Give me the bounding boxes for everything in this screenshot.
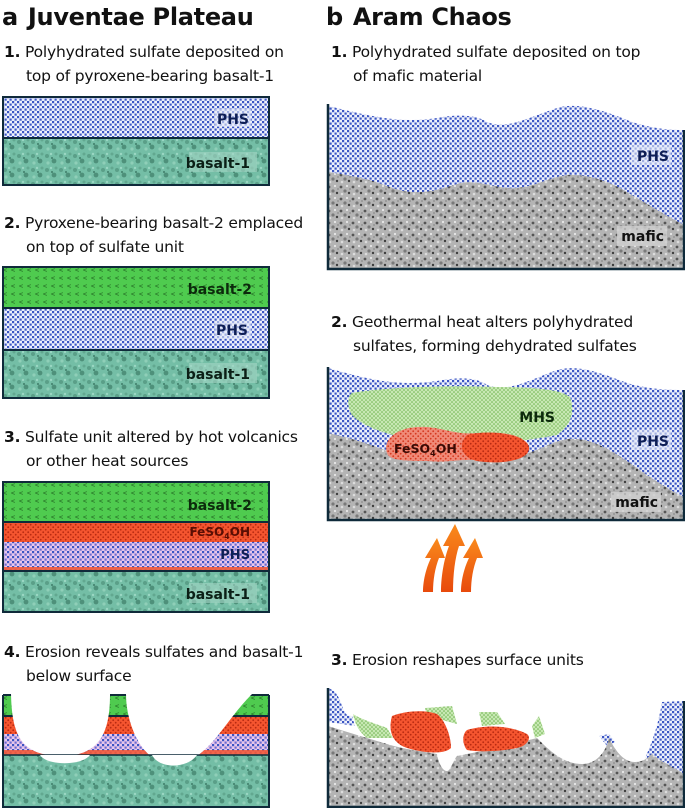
erosion-valley [40, 755, 90, 764]
phs-layer [3, 542, 269, 570]
feso4oh-remnant [390, 711, 451, 753]
phs-label: PHS [637, 149, 669, 165]
feso4oh-label: FeSO4OH [394, 441, 457, 458]
step-number: 3. [4, 428, 21, 446]
basalt-2-label: basalt-2 [188, 282, 252, 298]
basalt-1-label: basalt-1 [186, 156, 250, 172]
panel-a-step-1-diagram: PHS basalt-1 [2, 96, 270, 186]
basalt-1-label: basalt-1 [186, 367, 250, 383]
caption-line-2: below surface [26, 667, 132, 685]
basalt-1-layer [3, 755, 269, 807]
heat-arrow [461, 538, 483, 592]
mafic-label: mafic [621, 229, 664, 245]
panel-b-name: Aram Chaos [352, 3, 512, 31]
step-number: 3. [331, 651, 348, 669]
mhs-zone [348, 386, 573, 444]
panel-a-letter: a [2, 3, 18, 31]
basalt-2-layer [3, 267, 269, 308]
panel-a-step-4-caption: 4. Erosion reveals sulfates and basalt-1… [4, 640, 303, 688]
mhs-remnant [353, 714, 393, 738]
heat-arrows-icon [423, 524, 483, 592]
mafic-layer [328, 172, 684, 269]
diagram-border [2, 96, 270, 186]
panel-a-step-2-caption: 2. Pyroxene-bearing basalt-2 emplaced on… [4, 211, 303, 259]
caption-line-1: Erosion reshapes surface units [352, 651, 584, 669]
panel-a-name: Juventae Plateau [27, 3, 254, 31]
panel-a-step-2-diagram: basalt-2 PHS basalt-1 [2, 266, 270, 399]
step-number: 1. [331, 43, 348, 61]
panel-b-step-1-caption: 1. Polyhydrated sulfate deposited on top… [331, 40, 640, 88]
phs-label: PHS [220, 548, 250, 563]
erosion-valley [152, 755, 197, 766]
caption-line-1: Geothermal heat alters polyhydrated [352, 313, 634, 331]
caption-line-2: top of pyroxene-bearing basalt-1 [26, 67, 274, 85]
caption-line-1: Erosion reveals sulfates and basalt-1 [25, 643, 304, 661]
diagram-border [2, 266, 270, 399]
feso4oh-remnant [3, 716, 269, 734]
basalt-1-label: basalt-1 [186, 587, 250, 603]
diagram-border [326, 688, 685, 808]
caption-line-1: Polyhydrated sulfate deposited on top [352, 43, 641, 61]
feso4oh-remnant [463, 726, 529, 752]
diagram-border [2, 481, 270, 613]
mhs-remnant [532, 716, 545, 738]
panel-a-step-3-diagram: basalt-2 FeSO4OH PHS basalt-1 [2, 481, 270, 613]
step-number: 2. [4, 214, 21, 232]
panel-b-letter: b [326, 3, 343, 31]
step-number: 4. [4, 643, 21, 661]
phs-remnant [599, 734, 615, 746]
heat-arrow [423, 538, 445, 592]
panel-b-title: b Aram Chaos [326, 3, 512, 31]
phs-remnant [328, 688, 355, 726]
panel-b-step-2-caption: 2. Geothermal heat alters polyhydrated s… [331, 310, 637, 358]
feso4oh-core [461, 432, 530, 463]
panel-a-step-3-caption: 3. Sulfate unit altered by hot volcanics… [4, 425, 298, 473]
caption-line-1: Pyroxene-bearing basalt-2 emplaced [25, 214, 303, 232]
feso4oh-layer [3, 522, 269, 542]
step-number: 2. [331, 313, 348, 331]
mhs-remnant [479, 712, 505, 726]
panel-b-step-2-diagram: MHS PHS FeSO4OH mafic [326, 367, 685, 522]
step-number: 1. [4, 43, 21, 61]
diagram-border [326, 367, 685, 522]
mafic-layer [328, 433, 684, 520]
basalt-2-label: basalt-2 [188, 498, 252, 514]
heat-arrow [441, 524, 465, 592]
panel-a-title: a Juventae Plateau [2, 3, 254, 31]
caption-line-2: or other heat sources [26, 452, 189, 470]
mafic-layer [328, 726, 684, 807]
caption-line-1: Polyhydrated sulfate deposited on [25, 43, 284, 61]
panel-b-step-3-caption: 3. Erosion reshapes surface units [331, 648, 584, 672]
feso4oh-label: FeSO4OH [189, 525, 250, 541]
caption-line-1: Sulfate unit altered by hot volcanics [25, 428, 298, 446]
mhs-remnant [425, 706, 457, 724]
phs-label: PHS [637, 434, 669, 450]
phs-label: PHS [217, 112, 249, 128]
mhs-label: MHS [519, 410, 555, 426]
panel-a-step-1-caption: 1. Polyhydrated sulfate deposited on top… [4, 40, 284, 88]
caption-line-2: sulfates, forming dehydrated sulfates [353, 337, 637, 355]
mafic-label: mafic [615, 495, 658, 511]
panel-a-step-4-diagram [2, 694, 270, 808]
phs-label: PHS [216, 323, 248, 339]
panel-b-step-3-diagram [326, 688, 685, 808]
basalt-2-layer [3, 482, 269, 522]
caption-line-2: on top of sulfate unit [26, 238, 184, 256]
basalt-2-remnant [3, 695, 269, 716]
caption-line-2: of mafic material [353, 67, 482, 85]
panel-b-step-1-diagram: PHS mafic [326, 104, 685, 271]
diagram-border [326, 104, 685, 271]
